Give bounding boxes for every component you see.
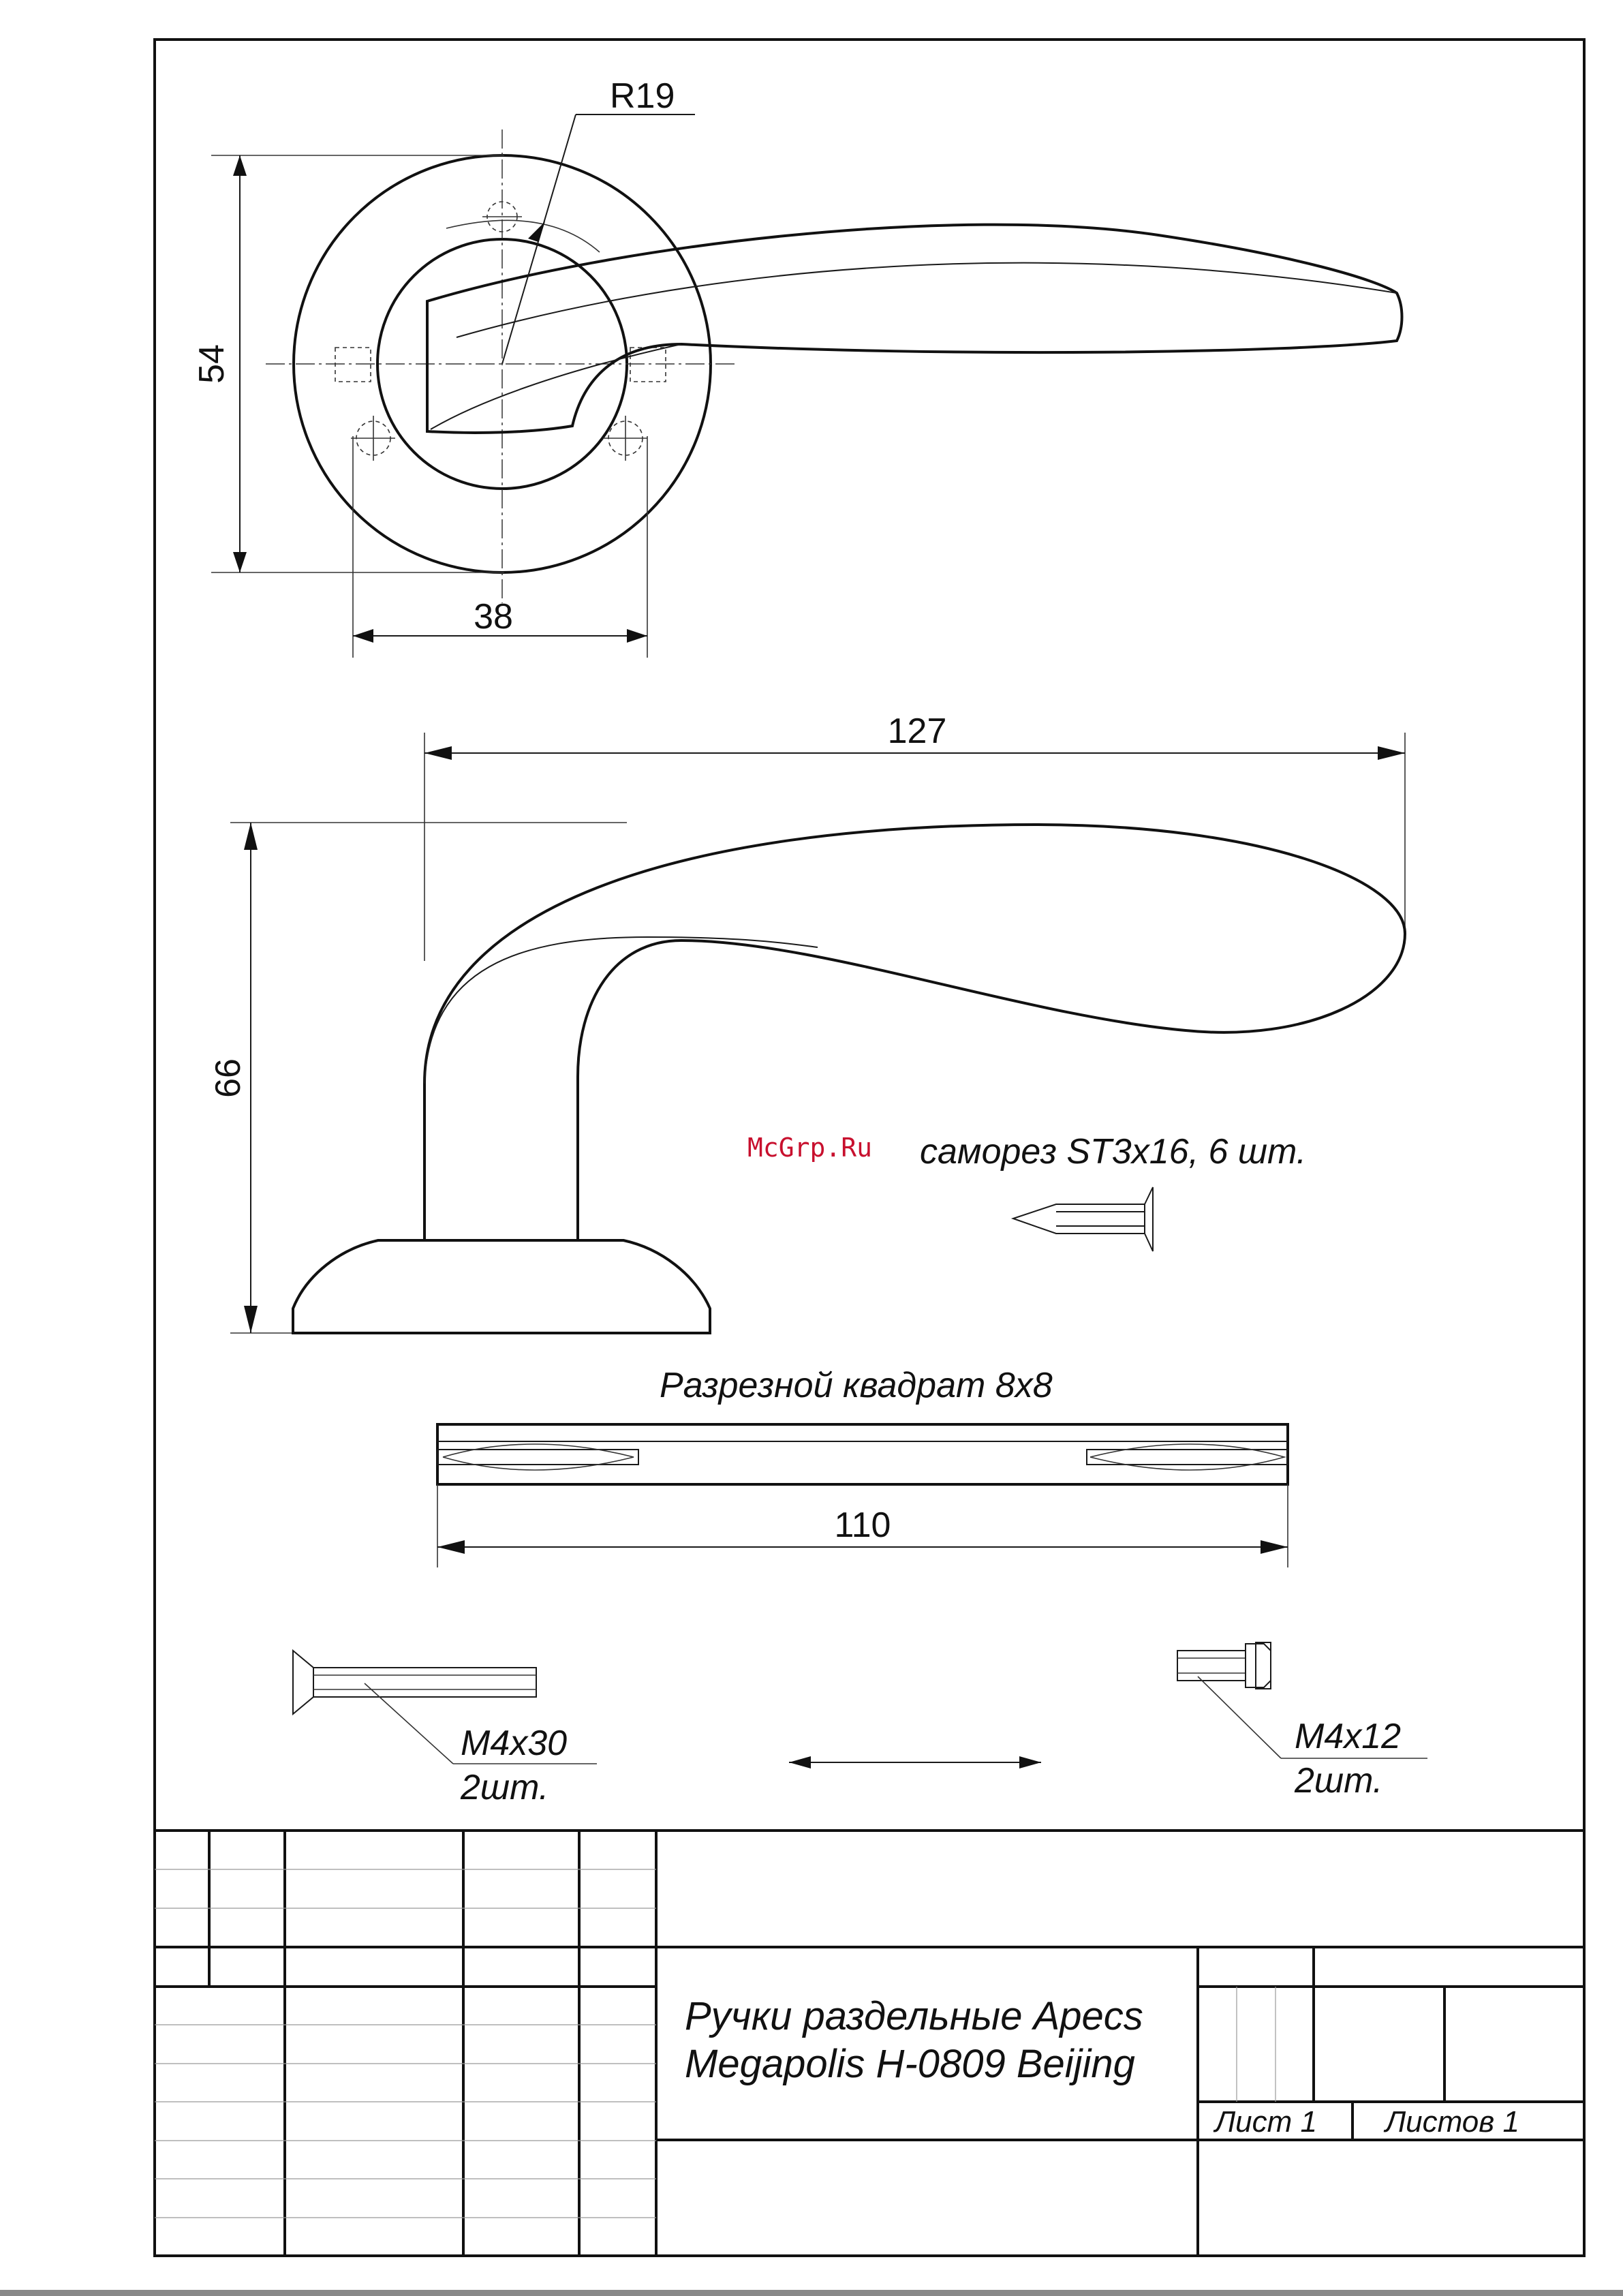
bolt-short-drawing: M4x12 2шт. — [1177, 1642, 1427, 1801]
spindle-body — [437, 1424, 1288, 1484]
lever-length-dimension: 127 — [888, 711, 947, 751]
screw-spacing-dimension: 38 — [474, 597, 513, 637]
screw-hole-bottom-left — [351, 416, 395, 461]
side-view: 127 66 McGrp.Ru саморез ST3x16, 6 шт. — [208, 711, 1405, 1333]
watermark: McGrp.Ru — [747, 1133, 872, 1163]
title-block: Ручки раздельные Apecs Megapolis H-0809 … — [155, 1831, 1584, 2256]
wood-screw-drawing — [1013, 1187, 1153, 1251]
spindle-label: Разрезной квадрат 8x8 — [660, 1366, 1053, 1405]
sheet-number: Лист 1 — [1213, 2105, 1317, 2139]
latch-slot-right — [630, 348, 666, 382]
bolt-short-size: M4x12 — [1295, 1717, 1401, 1756]
radius-dimension: R19 — [610, 76, 675, 116]
front-view: R19 54 38 — [192, 76, 1402, 658]
lever-ridge-line — [457, 263, 1397, 337]
drawing-title-line1: Ручки раздельные Apecs — [685, 1994, 1143, 2038]
drawing-title-line2: Megapolis H-0809 Beijing — [685, 2042, 1135, 2086]
rosette-height-dimension: 54 — [192, 344, 232, 384]
wood-screw-label: саморез ST3x16, 6 шт. — [920, 1132, 1306, 1172]
bolt-long-qty: 2шт. — [460, 1768, 548, 1807]
sheet-count: Листов 1 — [1383, 2105, 1519, 2139]
bolt-long-size: M4x30 — [461, 1724, 567, 1763]
spindle-slot-right — [1087, 1444, 1288, 1470]
bolt-long-drawing: M4x30 2шт. — [293, 1651, 597, 1807]
spindle-length-dimension: 110 — [835, 1505, 891, 1545]
handle-height-dimension: 66 — [208, 1058, 248, 1098]
lever-outline-front — [427, 225, 1402, 433]
latch-slot-left — [335, 348, 371, 382]
spindle-slot-left — [437, 1444, 638, 1470]
bottom-edge-strip — [0, 2290, 1623, 2296]
bolt-short-qty: 2шт. — [1294, 1761, 1382, 1801]
construction-arc-top — [446, 220, 600, 252]
lever-outline-side — [424, 825, 1405, 1240]
lever-shank-line — [424, 937, 818, 1084]
rosette-base-side — [293, 1240, 710, 1333]
spindle-section: Разрезной квадрат 8x8 110 — [437, 1366, 1288, 1567]
lever-inner-line — [431, 344, 681, 429]
screw-hole-bottom-right — [603, 416, 647, 461]
